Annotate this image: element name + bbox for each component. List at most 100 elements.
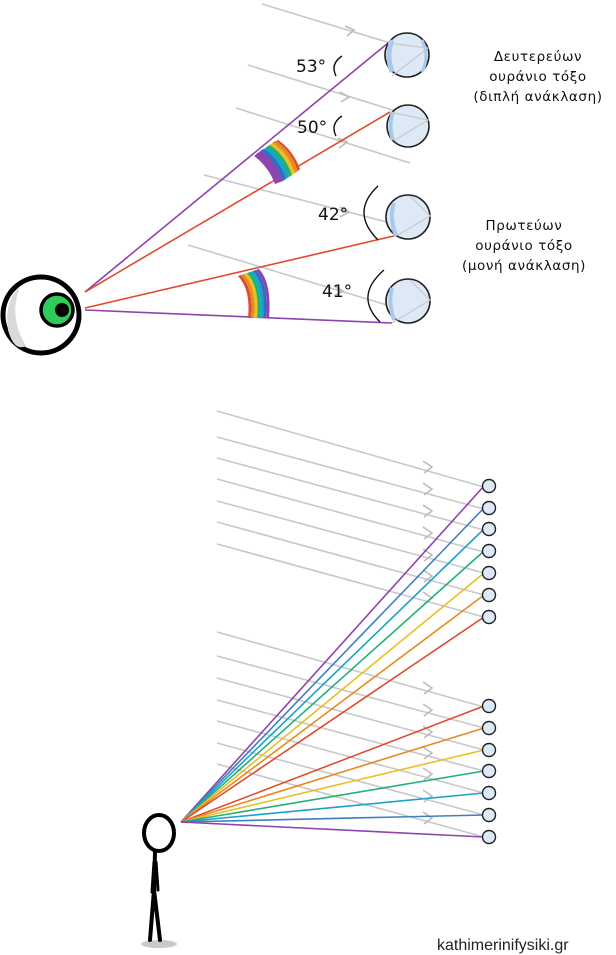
raindrop-primary-1 xyxy=(481,720,497,736)
angle-label-42: 42° xyxy=(318,205,348,225)
arrow-icon xyxy=(422,746,434,760)
svg-text:ουράνιο τόξο: ουράνιο τόξο xyxy=(475,238,573,254)
colored-ray-primary-5 xyxy=(180,814,485,823)
svg-text:Πρωτεύων: Πρωτεύων xyxy=(486,218,563,234)
sun-ray xyxy=(216,478,485,553)
angle-arc-53 xyxy=(333,55,343,77)
raindrop-secondary-5 xyxy=(481,587,497,603)
sun-ray xyxy=(235,107,411,164)
arrow-icon xyxy=(422,504,434,518)
rainbow-band-secondary-stripes xyxy=(254,140,300,184)
arrow-icon xyxy=(422,460,434,474)
eye-icon xyxy=(0,274,82,356)
raindrops-lower xyxy=(481,478,497,845)
raindrop-secondary-3 xyxy=(481,543,497,559)
colored-ray-primary-4 xyxy=(180,792,485,823)
colored-ray-secondary-2 xyxy=(180,528,485,823)
red-ray-secondary xyxy=(84,111,391,293)
angle-label-41: 41° xyxy=(322,282,352,302)
raindrop-secondary-4 xyxy=(481,565,497,581)
arrow-icon xyxy=(339,206,351,218)
sun-ray xyxy=(216,410,485,488)
sun-ray xyxy=(247,64,403,114)
angle-label-50: 50° xyxy=(297,118,327,138)
secondary-rainbow-label: Δευτερεύων ουράνιο τόξο (διπλή ανάκλαση) xyxy=(473,49,602,105)
svg-text:(μονή ανάκλαση): (μονή ανάκλαση) xyxy=(462,258,586,274)
arrow-icon xyxy=(422,526,434,540)
svg-text:ουράνιο τόξο: ουράνιο τόξο xyxy=(489,69,587,85)
figure-arms xyxy=(150,860,160,894)
raindrop-primary-0 xyxy=(481,698,497,714)
raindrop-secondary-1 xyxy=(481,500,497,516)
colored-ray-secondary-6 xyxy=(180,616,485,823)
sun-ray xyxy=(187,244,421,316)
arrow-icon xyxy=(344,25,356,37)
sun-ray xyxy=(216,457,485,531)
angle-arc-41 xyxy=(367,269,385,323)
raindrop-secondary-violet xyxy=(384,32,430,78)
upper-diagram: 53° 50° 42° 41° xyxy=(0,3,602,356)
sun-ray xyxy=(216,500,485,574)
sun-ray xyxy=(203,174,419,231)
angle-arcs xyxy=(333,55,385,323)
sun-ray xyxy=(216,699,485,772)
raindrop-primary-2 xyxy=(481,742,497,758)
colored-ray-secondary-3 xyxy=(180,550,485,823)
raindrop-primary-violet xyxy=(385,278,431,324)
violet-ray-secondary xyxy=(84,42,389,293)
arrow-icon xyxy=(422,811,434,825)
arrow-icon xyxy=(422,703,434,717)
sun-ray xyxy=(216,543,485,618)
colored-ray-primary-6 xyxy=(180,821,485,838)
violet-ray-primary xyxy=(84,309,393,324)
svg-text:(διπλή ανάκλαση): (διπλή ανάκλαση) xyxy=(473,89,602,105)
sun-ray xyxy=(261,3,401,47)
colored-ray-primary-1 xyxy=(180,727,485,823)
arrow-icon xyxy=(422,789,434,803)
sight-lines xyxy=(84,42,399,324)
svg-text:Δευτερεύων: Δευτερεύων xyxy=(494,49,582,65)
raindrop-primary-5 xyxy=(481,807,497,823)
figure-legs xyxy=(148,888,162,942)
colored-ray-primary-2 xyxy=(180,749,485,823)
sun-ray xyxy=(216,763,485,838)
sun-rays-upper xyxy=(187,3,421,316)
angle-arc-42 xyxy=(363,185,379,241)
sun-ray xyxy=(216,655,485,729)
colored-ray-secondary-1 xyxy=(180,507,485,823)
raindrop-primary-red xyxy=(385,194,431,240)
arrow-icon xyxy=(422,482,434,496)
rainbow-band-primary xyxy=(238,269,270,318)
arrow-icon xyxy=(422,681,434,695)
colored-ray-secondary-0 xyxy=(180,485,485,823)
angle-label-53: 53° xyxy=(296,57,326,77)
arrowheads-upper xyxy=(333,25,356,297)
arrow-icon xyxy=(339,91,351,103)
colored-rays-lower xyxy=(180,485,485,838)
raindrop-primary-4 xyxy=(481,785,497,801)
colored-ray-primary-0 xyxy=(180,705,485,823)
arrowheads-lower xyxy=(422,460,434,825)
angle-labels: 53° 50° 42° 41° xyxy=(296,57,352,302)
sun-ray xyxy=(216,677,485,751)
raindrop-primary-3 xyxy=(481,763,497,779)
site-credit: kathimerinifysiki.gr xyxy=(437,937,569,954)
raindrop-primary-6 xyxy=(481,829,497,845)
colored-ray-primary-3 xyxy=(180,770,485,823)
arrow-icon xyxy=(422,767,434,781)
raindrop-secondary-2 xyxy=(481,521,497,537)
arrow-icon xyxy=(337,137,349,149)
sun-ray xyxy=(216,521,485,596)
colored-ray-secondary-5 xyxy=(180,594,485,823)
red-ray-primary xyxy=(84,234,399,309)
colored-ray-secondary-4 xyxy=(180,572,485,823)
raindrop-secondary-6 xyxy=(481,609,497,625)
arrow-icon xyxy=(422,569,434,583)
lower-diagram xyxy=(141,410,497,948)
sun-rays-lower-secondary xyxy=(216,410,485,618)
angle-arc-50 xyxy=(333,115,343,137)
raindrop-secondary-red xyxy=(386,104,430,148)
raindrop-secondary-0 xyxy=(481,478,497,494)
observer-figure xyxy=(141,813,177,948)
